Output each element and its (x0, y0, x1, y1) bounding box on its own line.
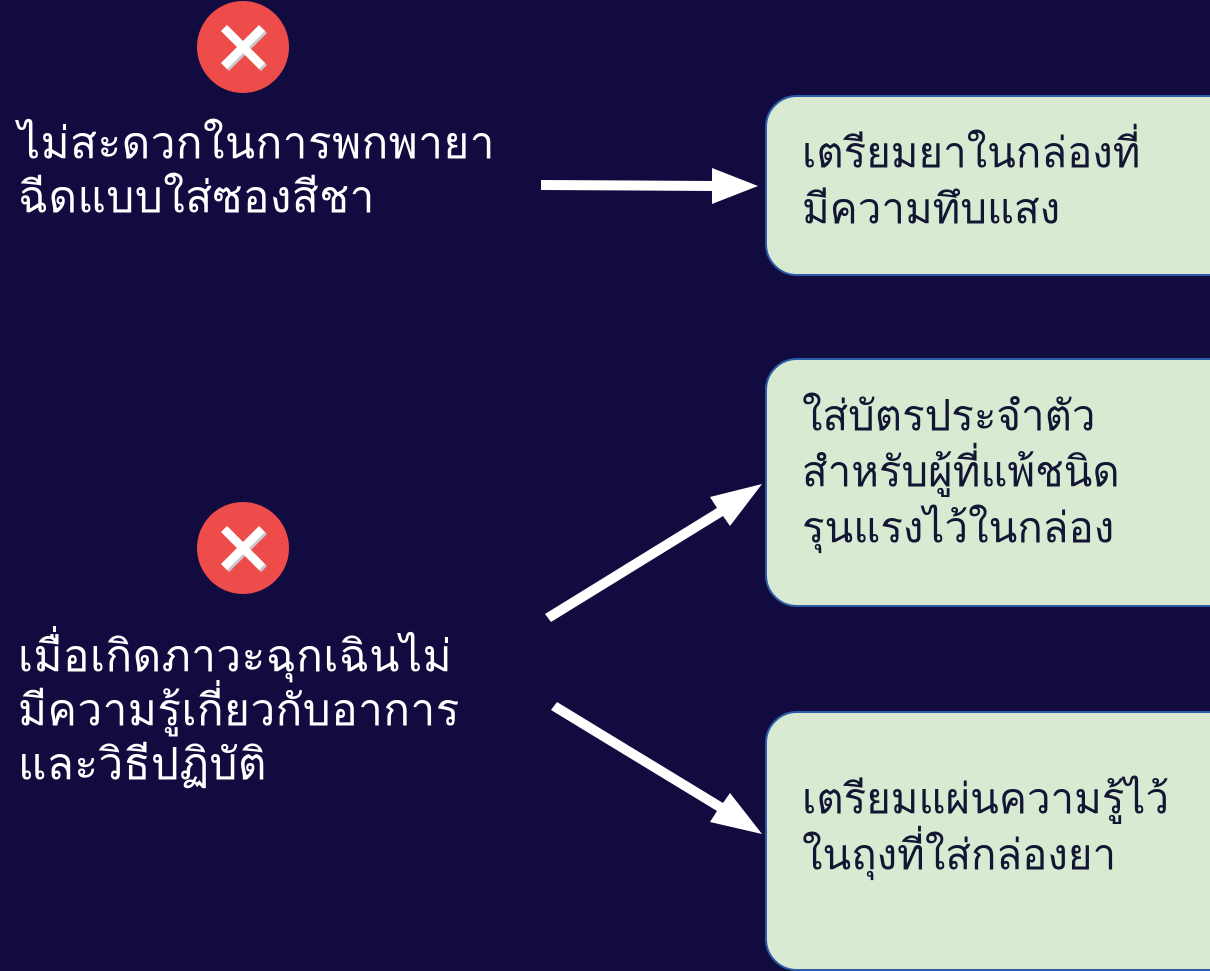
solution-box-2: ใส่บัตรประจำตัว สำหรับผู้ที่แพ้ชนิด รุนแ… (765, 358, 1210, 607)
solution-2-line-3: รุนแรงไว้ในกล่อง (802, 503, 1115, 552)
solution-box-3: เตรียมแผ่นความรู้ไว้ ในถุงที่ใส่กล่องยา (765, 711, 1210, 971)
arrow-1 (541, 168, 758, 204)
solution-box-1: เตรียมยาในกล่องที่ มีความทึบแสง (765, 95, 1210, 276)
solution-2-line-1: ใส่บัตรประจำตัว (802, 391, 1096, 440)
problem-2-text: เมื่อเกิดภาวะฉุกเฉินไม่ มีความรู้เกี่ยวก… (18, 630, 460, 792)
error-x-icon (196, 501, 290, 595)
problem-2-line-2: มีความรู้เกี่ยวกับอาการ (18, 685, 460, 736)
solution-1-line-2: มีความทึบแสง (802, 184, 1061, 233)
problem-2-line-1: เมื่อเกิดภาวะฉุกเฉินไม่ (18, 631, 453, 682)
solution-2-line-2: สำหรับผู้ที่แพ้ชนิด (802, 447, 1120, 496)
problem-1-line-2: ฉีดแบบใส่ซองสีชา (18, 172, 375, 223)
solution-3-line-1: เตรียมแผ่นความรู้ไว้ (802, 774, 1170, 823)
arrow-3 (551, 702, 762, 834)
problem-1-line-1: ไม่สะดวกในการพกพายา (18, 118, 495, 169)
problem-2-line-3: และวิธีปฏิบัติ (18, 739, 267, 790)
problem-1-text: ไม่สะดวกในการพกพายา ฉีดแบบใส่ซองสีชา (18, 117, 495, 225)
error-x-icon (196, 0, 290, 94)
arrow-2 (545, 484, 762, 622)
solution-1-line-1: เตรียมยาในกล่องที่ (802, 128, 1141, 177)
solution-3-line-2: ในถุงที่ใส่กล่องยา (802, 830, 1117, 879)
